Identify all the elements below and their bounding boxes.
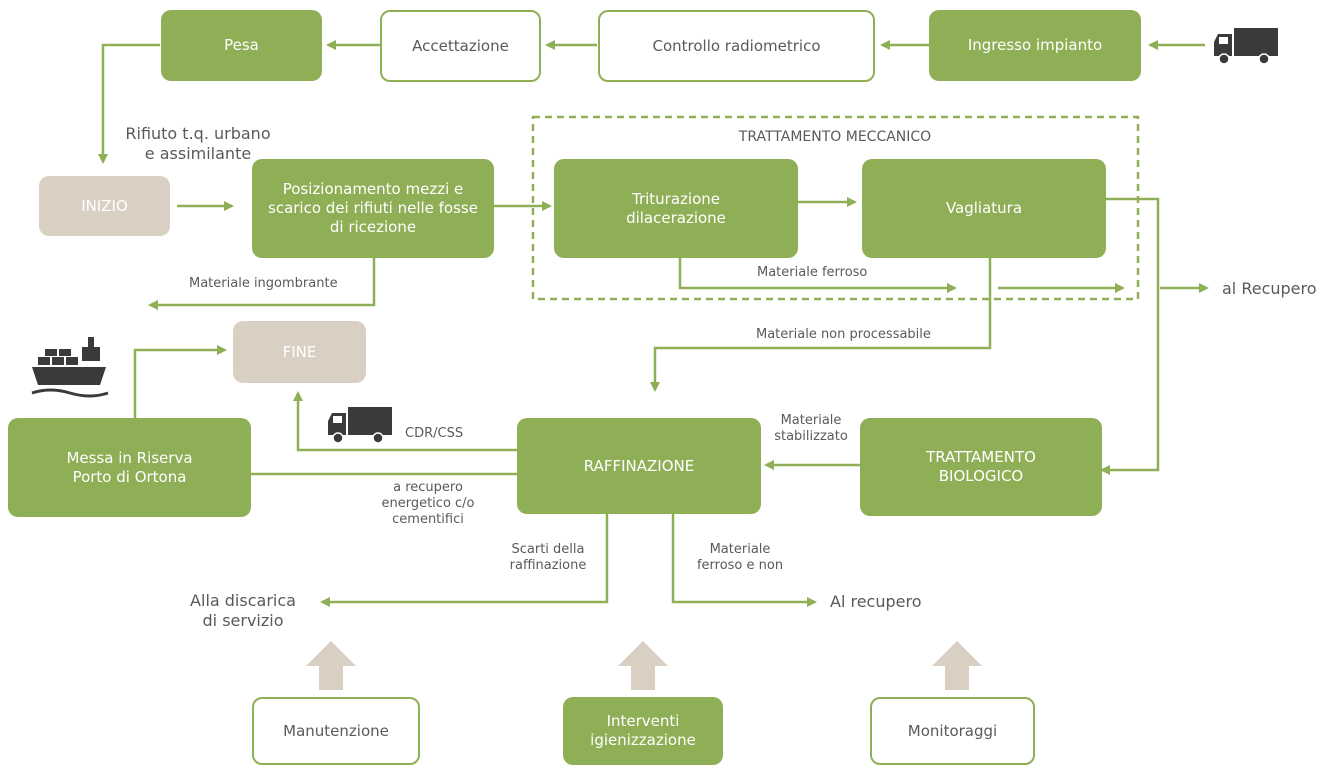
node-fine: FINE <box>233 321 366 383</box>
label-cdr: CDR/CSS <box>405 426 464 441</box>
label-scarti: Scarti della raffinazione <box>509 542 587 573</box>
label-discarica: Alla discarica di servizio <box>190 591 296 630</box>
label-al-recupero-top: al Recupero <box>1222 279 1317 298</box>
arrow-riserva-to-fine <box>133 345 227 418</box>
arrow-pesa-to-inizio <box>98 43 160 164</box>
label-rifiuto: Rifiuto t.q. urbano e assimilante <box>125 124 271 163</box>
node-ingresso-impianto: Ingresso impianto <box>929 10 1141 81</box>
arrow-ferroso-non <box>671 514 817 607</box>
node-manutenzione: Manutenzione <box>252 697 420 765</box>
node-messa-in-riserva: Messa in Riserva Porto di Ortona <box>8 418 251 517</box>
arrow-vagliatura-to-biologico <box>1100 197 1160 475</box>
node-interventi-igienizzazione: Interventi igienizzazione <box>563 697 723 765</box>
truck-icon <box>1214 28 1278 65</box>
arrow-scarti <box>320 514 609 607</box>
node-inizio: INIZIO <box>39 176 170 236</box>
node-triturazione: Triturazione dilacerazione <box>554 159 798 258</box>
node-controllo-radiometrico: Controllo radiometrico <box>598 10 875 82</box>
label-al-recupero-bottom: Al recupero <box>830 592 922 611</box>
up-arrow-icon <box>932 641 982 690</box>
up-arrow-icon <box>618 641 668 690</box>
node-accettazione: Accettazione <box>380 10 541 82</box>
node-raffinazione: RAFFINAZIONE <box>517 418 761 514</box>
ship-icon <box>31 337 109 398</box>
arrow-non-processabile <box>650 258 992 392</box>
node-trattamento-biologico: TRATTAMENTO BIOLOGICO <box>860 418 1102 516</box>
node-posizionamento: Posizionamento mezzi e scarico dei rifiu… <box>252 159 494 258</box>
trattamento-meccanico-group <box>531 115 1140 301</box>
label-ferroso-non: Materiale ferroso e non <box>696 542 784 573</box>
label-ingombrante: Materiale ingombrante <box>189 276 338 291</box>
label-stabilizzato: Materiale stabilizzato <box>774 413 848 444</box>
label-energetico: a recupero energetico c/o cementifici <box>381 480 475 527</box>
up-arrow-icon <box>306 641 356 690</box>
arrow-ferroso <box>678 258 957 293</box>
node-pesa: Pesa <box>161 10 322 81</box>
truck-icon <box>328 407 392 444</box>
node-vagliatura: Vagliatura <box>862 159 1106 258</box>
label-non-processabile: Materiale non processabile <box>756 327 931 342</box>
arrow-cdr-to-fine <box>293 391 518 452</box>
label-ferroso: Materiale ferroso <box>757 265 868 280</box>
group-title: TRATTAMENTO MECCANICO <box>738 129 932 145</box>
arrow-ingombrante <box>148 258 376 310</box>
node-monitoraggi: Monitoraggi <box>870 697 1035 765</box>
